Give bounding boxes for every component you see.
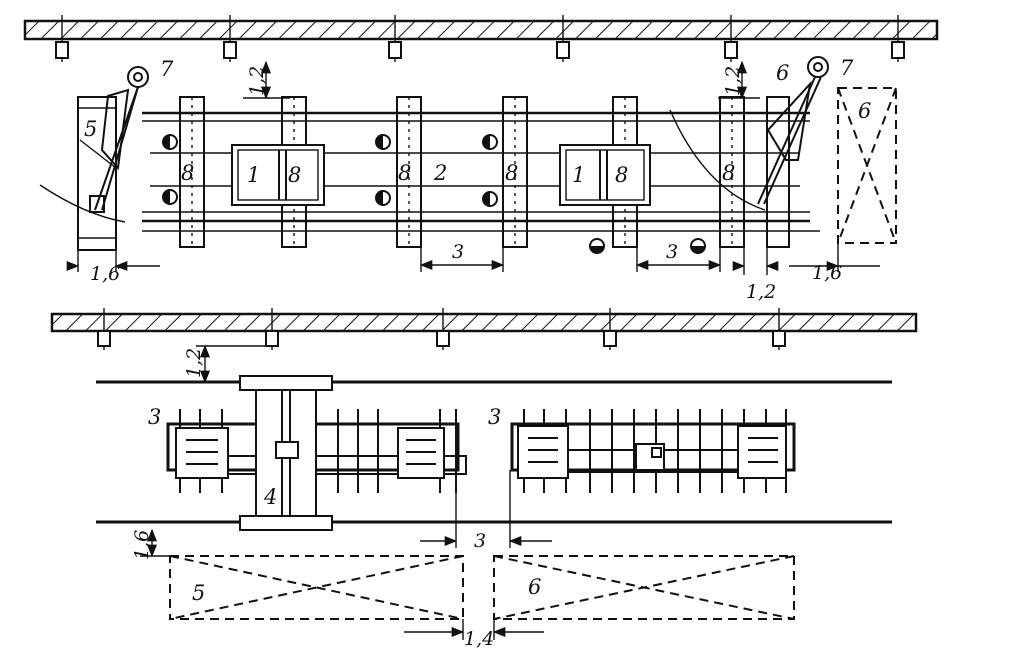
label-7-right: 7 (840, 56, 854, 80)
dim-1-2-top-b: 1,2 (722, 66, 744, 96)
label-8-b: 8 (288, 163, 301, 187)
label-3-right: 3 (488, 405, 501, 429)
dim-1-4-bottom: 1,4 (464, 628, 494, 650)
top-beam (23, 19, 939, 41)
bottom-beam (50, 312, 918, 333)
storage-area-6-bottom (493, 555, 795, 620)
top-labels: 7 7 6 6 5 8 8 8 8 8 8 1 1 2 3 3 1,6 1,6 … (84, 56, 871, 303)
dim-1-2-bottom: 1,2 (183, 348, 205, 378)
label-3-left: 3 (148, 405, 161, 429)
label-5-bottom: 5 (192, 581, 205, 605)
conveyor-row-left (166, 409, 467, 493)
bottom-columns (97, 308, 786, 350)
dim-3-bottom: 3 (474, 530, 486, 552)
machine-1-right (559, 144, 651, 206)
top-dimension-lines (66, 60, 880, 275)
label-1-left: 1 (247, 163, 260, 187)
label-7-left: 7 (160, 57, 174, 81)
dim-3-top-a: 3 (452, 241, 464, 263)
dim-1-6-top-left: 1,6 (90, 263, 120, 285)
conveyor-row-right (510, 409, 796, 493)
bottom-view: 3 3 4 5 6 3 1,4 1,2 1,6 (50, 308, 918, 650)
top-view: 7 7 6 6 5 8 8 8 8 8 8 1 1 2 3 3 1,6 1,6 … (23, 15, 939, 303)
label-5-rack: 5 (84, 117, 97, 141)
dim-3-top-b: 3 (666, 241, 678, 263)
label-6-storage: 6 (858, 99, 871, 123)
label-6-bottom: 6 (528, 575, 541, 599)
machine-1-left (231, 144, 325, 206)
label-1-right: 1 (572, 163, 585, 187)
dim-1-2-top-a: 1,2 (246, 66, 268, 96)
label-8-e: 8 (615, 163, 628, 187)
dim-1-6-bottom: 1,6 (131, 530, 153, 560)
rail-markers (162, 134, 706, 254)
top-columns (55, 15, 905, 62)
dim-1-2-top-bottom: 1,2 (746, 281, 776, 303)
storage-area-6-top (837, 87, 897, 244)
storage-area-5-bottom (169, 555, 464, 620)
rack-5-left (77, 96, 117, 251)
label-8-a: 8 (181, 161, 194, 185)
label-8-c: 8 (398, 161, 411, 185)
bottom-dimension-lines (140, 344, 552, 640)
jib-crane-right (669, 56, 829, 211)
jib-crane-left (39, 66, 149, 223)
bridge-crane-4 (239, 375, 333, 531)
label-4: 4 (263, 485, 277, 509)
label-6-crane: 6 (776, 61, 789, 85)
label-8-d: 8 (505, 161, 518, 185)
label-8-f: 8 (722, 161, 735, 185)
label-2: 2 (433, 161, 447, 185)
dim-1-6-top-right: 1,6 (812, 262, 842, 284)
bottom-labels: 3 3 4 5 6 3 1,4 1,2 1,6 (131, 348, 541, 650)
crane-trolley (275, 441, 299, 459)
